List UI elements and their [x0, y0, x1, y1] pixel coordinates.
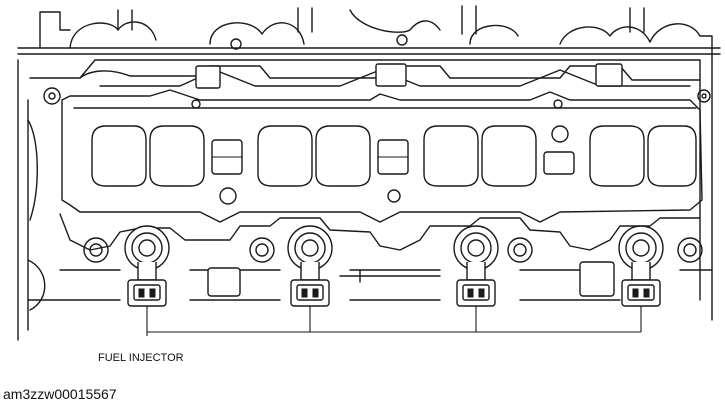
fuel-injector-3 [453, 225, 499, 307]
upper-ridge [29, 59, 701, 91]
block-left-edge [17, 59, 61, 341]
block-right-edge [697, 59, 713, 321]
figure-code: am3zzw00015567 [3, 386, 117, 402]
intake-manifold-flange [61, 89, 703, 223]
fuel-injector-1 [124, 225, 170, 307]
fuel-injector-2 [287, 225, 333, 307]
fuel-injector-4 [618, 225, 664, 307]
fuel-rail [27, 213, 713, 301]
fuel-injector-label: FUEL INJECTOR [98, 352, 184, 364]
callout-leader-lines [146, 306, 642, 336]
cam-cover-top [17, 5, 721, 61]
